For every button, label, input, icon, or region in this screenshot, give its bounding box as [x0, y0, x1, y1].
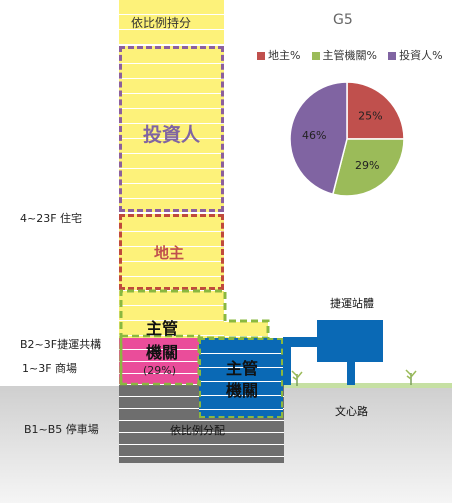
- pie-chart: 25% 29% 46%: [289, 81, 405, 197]
- legend-swatch: [311, 52, 320, 60]
- authority-upper-label: 主管: [146, 319, 179, 338]
- parking-label: 依比例分配: [170, 424, 225, 437]
- legend-item-authority: 主管機關%: [311, 47, 377, 63]
- pie-slice: [289, 81, 348, 196]
- legend-swatch: [257, 52, 265, 60]
- authority-pct: (29%): [143, 364, 177, 377]
- legend-text: 主管機關%: [322, 49, 377, 62]
- floor-label-commercial: 1~3F 商場: [22, 362, 78, 375]
- station-body: [317, 320, 383, 362]
- pie-slice: [331, 138, 405, 197]
- pie-slice-label: 25%: [358, 110, 382, 123]
- legend-swatch: [388, 52, 397, 60]
- landlord-label: 地主: [154, 244, 185, 262]
- authority-block-upper: 主管: [226, 359, 259, 378]
- grass-strip: [283, 383, 452, 388]
- authority-lower-label: 機關: [146, 343, 179, 362]
- landlord-section: [119, 214, 224, 290]
- investor-section: [119, 46, 224, 212]
- authority-block: [199, 338, 283, 418]
- station-connector: [283, 337, 319, 347]
- tree-icon: [291, 370, 303, 386]
- authority-upper-fill-right: [224, 322, 268, 338]
- tree-icon: [405, 369, 417, 385]
- authority-block-lower: 機關: [226, 381, 259, 400]
- floor-label-public: B2~3F捷運共構: [20, 338, 102, 351]
- station-label: 捷運站體: [330, 297, 374, 310]
- legend-item-investor: 投資人%: [388, 47, 443, 63]
- building-code: G5: [333, 12, 353, 28]
- tower-top: [119, 0, 224, 44]
- floor-label-parking: B1~B5 停車場: [24, 423, 99, 436]
- pie-slice: [346, 81, 405, 140]
- commercial-floors: [119, 338, 203, 384]
- road-label: 文心路: [335, 405, 368, 418]
- legend-item-landlord: 地主%: [257, 47, 300, 63]
- pie-slice-label: 46%: [302, 129, 326, 142]
- pie-slice-label: 29%: [355, 159, 379, 172]
- chart-legend: 地主% 主管機關% 投資人%: [257, 44, 452, 63]
- authority-upper-fill: [119, 291, 224, 338]
- title-top: 依比例持分: [131, 16, 192, 30]
- station-column: [283, 345, 291, 385]
- legend-text: 地主%: [268, 49, 301, 62]
- legend-text: 投資人%: [399, 49, 443, 62]
- investor-label: 投資人: [143, 124, 201, 146]
- station-pillar: [347, 362, 355, 385]
- floor-label-residential: 4~23F 住宅: [20, 212, 83, 225]
